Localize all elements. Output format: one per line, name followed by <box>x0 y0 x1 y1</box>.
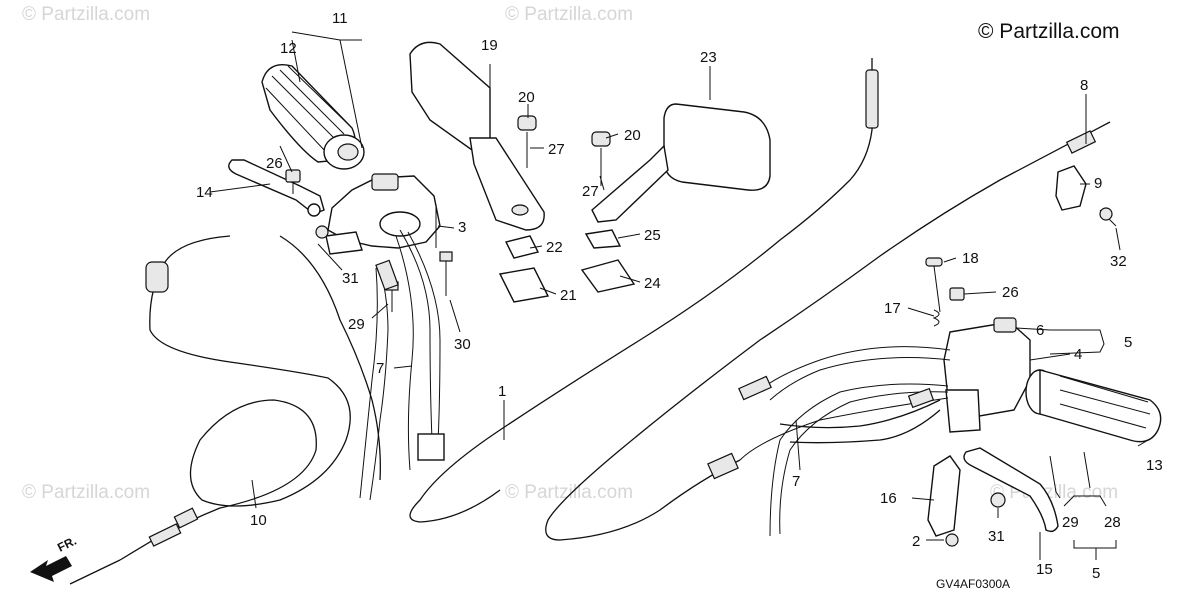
spring-17 <box>932 309 940 327</box>
callout-18: 18 <box>962 250 979 267</box>
throttle-cable-1 <box>409 58 1111 541</box>
callout-10: 10 <box>250 512 267 529</box>
screw-26-right <box>949 287 965 301</box>
callout-24: 24 <box>644 275 661 292</box>
bolt-28 <box>1083 451 1091 489</box>
callout-15: 15 <box>1036 561 1053 578</box>
watermarks: © Partzilla.com © Partzilla.com © Partzi… <box>22 4 1118 503</box>
mirror-nut-20-left <box>517 115 537 131</box>
right-mirror <box>591 103 771 223</box>
callout-27-right: 27 <box>582 183 599 200</box>
callout-32: 32 <box>1110 253 1127 270</box>
front-direction-arrow: FR. <box>30 534 79 582</box>
callout-1: 1 <box>498 383 506 400</box>
callout-22: 22 <box>546 239 563 256</box>
lever-bracket-16 <box>927 455 961 537</box>
callout-3: 3 <box>458 219 466 236</box>
callout-26-left: 26 <box>266 155 283 172</box>
callout-5-top: 5 <box>1124 334 1132 351</box>
callout-13: 13 <box>1146 457 1163 474</box>
callout-7-left: 7 <box>376 360 384 377</box>
bolt-29-right <box>1049 455 1057 493</box>
left-nut-31 <box>315 225 329 239</box>
left-mirror <box>409 41 545 231</box>
callout-8: 8 <box>1080 77 1088 94</box>
callout-2: 2 <box>912 533 920 550</box>
callout-19: 19 <box>481 37 498 54</box>
callout-labels: 11 12 26 14 3 31 29 30 7 10 19 20 27 20 … <box>196 10 1163 582</box>
callout-20-right: 20 <box>624 127 641 144</box>
right-brake-lever-15 <box>963 447 1059 533</box>
callout-4: 4 <box>1074 346 1082 363</box>
left-wiring-harness <box>359 229 445 501</box>
callout-16: 16 <box>880 490 897 507</box>
left-brake-lever <box>228 159 325 217</box>
screw-18 <box>925 257 943 267</box>
diagram-code: GV4AF0300A <box>936 577 1010 591</box>
right-grip <box>1025 369 1162 443</box>
bracket-9 <box>1055 165 1087 211</box>
left-cable-10 <box>69 235 381 585</box>
left-screw-26 <box>285 169 301 183</box>
callout-29-right: 29 <box>1062 514 1079 531</box>
left-switch-housing <box>325 173 441 255</box>
callout-30: 30 <box>454 336 471 353</box>
callout-31-right: 31 <box>988 528 1005 545</box>
callout-28: 28 <box>1104 514 1121 531</box>
callout-20-left: 20 <box>518 89 535 106</box>
callout-31-left: 31 <box>342 270 359 287</box>
callout-9: 9 <box>1094 175 1102 192</box>
callout-21: 21 <box>560 287 577 304</box>
callout-11: 11 <box>332 10 348 27</box>
callout-26-right: 26 <box>1002 284 1019 301</box>
mirror-nut-20-right <box>591 131 611 147</box>
callout-25: 25 <box>644 227 661 244</box>
bolt-32-head <box>1099 207 1113 221</box>
mirror-clip-25 <box>584 229 622 249</box>
screw-18-shaft <box>933 265 941 313</box>
callout-29-left: 29 <box>348 316 365 333</box>
nut-31-right <box>990 492 1006 508</box>
callout-7-right: 7 <box>792 473 800 490</box>
callout-6: 6 <box>1036 322 1044 339</box>
mirror-clip-22 <box>504 235 540 259</box>
front-direction-label: FR. <box>55 534 79 555</box>
right-wiring-harness <box>707 346 951 537</box>
watermark-top-left: © Partzilla.com <box>22 4 150 25</box>
right-throttle-housing <box>943 317 1031 433</box>
mirror-cover-21 <box>498 267 550 303</box>
mirror-cover-24 <box>580 259 636 293</box>
left-screw-30-head <box>439 251 453 262</box>
watermark-bottom-left: © Partzilla.com <box>22 482 150 503</box>
nut-2 <box>945 533 959 547</box>
copyright-text: © Partzilla.com <box>978 20 1120 43</box>
watermark-top-center: © Partzilla.com <box>505 4 633 25</box>
callout-23: 23 <box>700 49 717 66</box>
callout-12: 12 <box>280 40 297 57</box>
watermark-bottom-center: © Partzilla.com <box>505 482 633 503</box>
callout-17: 17 <box>884 300 901 317</box>
leader-lines <box>209 31 1149 560</box>
left-grip <box>261 64 365 170</box>
callout-27-left: 27 <box>548 141 565 158</box>
callout-5-bottom: 5 <box>1092 565 1100 582</box>
callout-14: 14 <box>196 184 213 201</box>
